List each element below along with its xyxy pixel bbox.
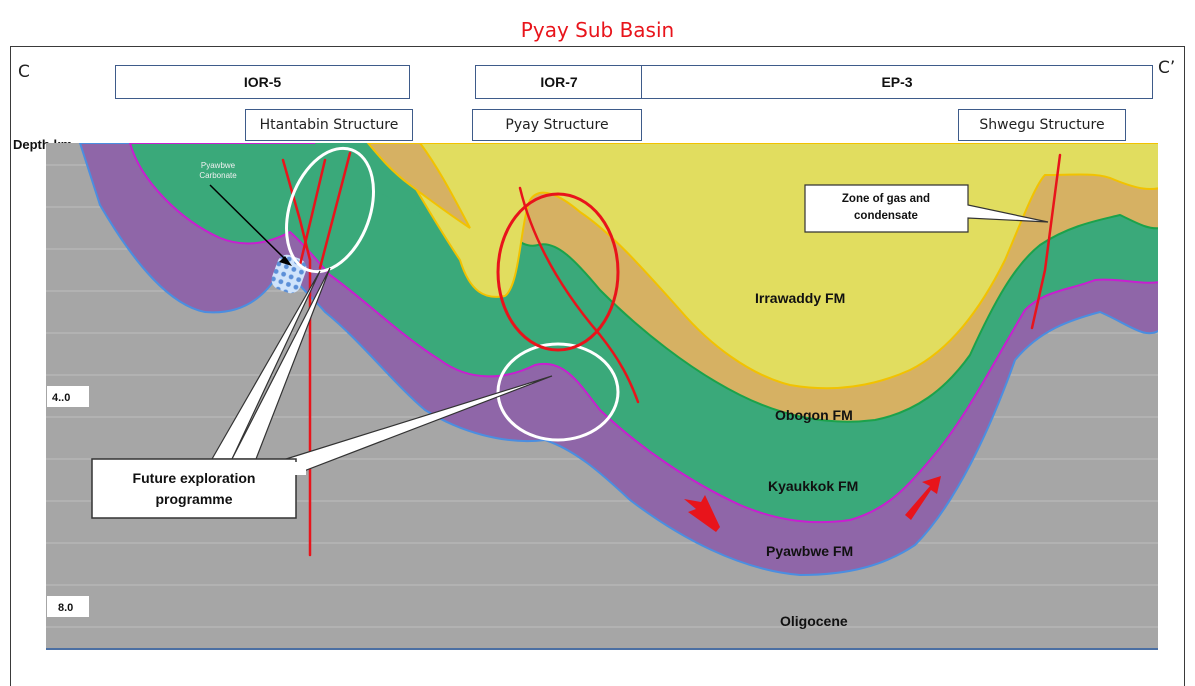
section-end-label: C’ (1158, 58, 1176, 78)
structure-shwegu: Shwegu Structure (958, 109, 1126, 141)
future-exploration-callout (91, 458, 297, 519)
arrow-right-flank (905, 476, 941, 520)
gas-zone-label-line1: Zone of gas and (842, 193, 930, 205)
license-ior-5: IOR-5 (115, 65, 410, 99)
gas-zone-label-line2: condensate (854, 210, 918, 222)
fault-pyay (518, 186, 640, 404)
license-ep-3: EP-3 (641, 65, 1153, 99)
formation-obogon: Obogon FM (775, 407, 853, 423)
prospect-circle-pyay (496, 192, 620, 352)
license-ior-7: IOR-7 (475, 65, 643, 99)
structure-pyay: Pyay Structure (472, 109, 642, 141)
highlight-circle-pyay-deep (496, 342, 620, 442)
formation-kyaukkok: Kyaukkok FM (768, 478, 858, 494)
future-exploration-line2: programme (155, 491, 232, 507)
structure-htantabin: Htantabin Structure (245, 109, 413, 141)
callout-joint-mask (290, 462, 306, 475)
carbonate-callout: Pyawbwe Carbonate (199, 161, 237, 180)
highlight-circle-htantabin (285, 146, 375, 274)
carbonate-pointer (209, 184, 287, 261)
arrow-left-flank (684, 495, 720, 532)
fault-shwegu (1030, 153, 1062, 330)
fault-htantabin-3 (298, 158, 327, 267)
gas-zone-callout (804, 184, 1049, 233)
carbonate-label-line1: Pyawbwe (201, 161, 236, 170)
obogon-wedge-left (366, 143, 471, 229)
depth-tick-4: 4..0 (52, 392, 70, 404)
kyaukkok-wedge-left (315, 143, 420, 215)
page-title: Pyay Sub Basin (520, 18, 675, 42)
carbonate-arrowhead (279, 256, 292, 266)
depth-tick-8-box (47, 596, 89, 617)
formation-irrawaddy: Irrawaddy FM (755, 290, 845, 306)
fault-htantabin-2 (318, 151, 352, 270)
carbonate-label-line2: Carbonate (199, 171, 237, 180)
section-start-label: C (18, 62, 30, 82)
formation-oligocene: Oligocene (780, 613, 848, 629)
formation-pyawbwe: Pyawbwe FM (766, 543, 853, 559)
future-exploration-line1: Future exploration (133, 470, 256, 486)
depth-tick-4-box (47, 386, 89, 407)
depth-tick-8: 8.0 (58, 602, 73, 614)
diagram-frame (10, 46, 1185, 686)
fault-lines (281, 151, 1062, 557)
